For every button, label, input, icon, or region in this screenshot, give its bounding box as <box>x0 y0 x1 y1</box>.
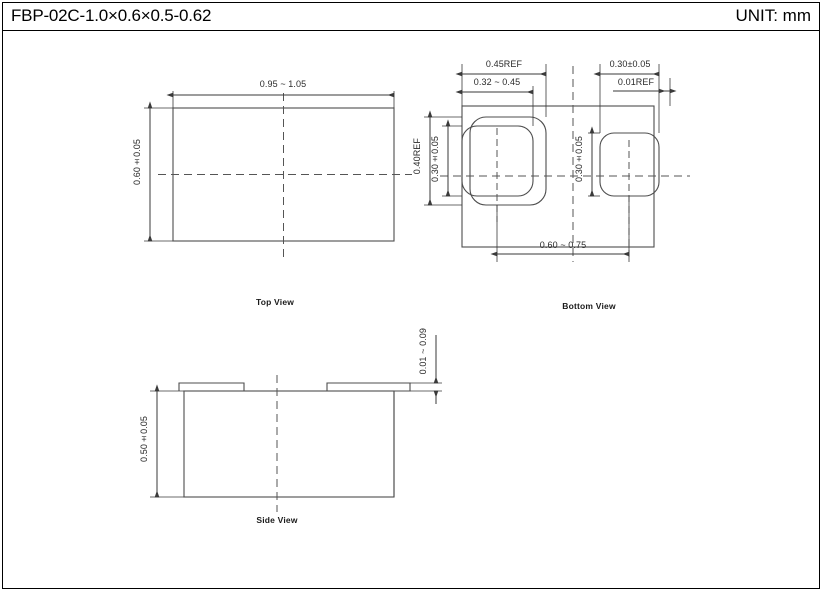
bottom-view-group <box>424 64 690 262</box>
dim-top-view-height: 0.60±0.05 <box>132 139 142 185</box>
title-bar: FBP-02C-1.0×0.6×0.5-0.62 UNIT: mm <box>2 2 820 31</box>
caption-bottom-view: Bottom View <box>562 301 616 311</box>
bottom-view-left-pad-outer <box>469 116 547 206</box>
dim-bottom-view-body-height-ref: 0.40REF <box>412 138 422 175</box>
top-view-group <box>144 91 412 258</box>
caption-side-view: Side View <box>256 515 298 525</box>
side-view-body-outline <box>183 390 395 498</box>
dim-bottom-view-pad-left-height: 0.30±0.05 <box>430 136 440 182</box>
side-view-right-lead <box>184 382 411 392</box>
unit-label: UNIT: mm <box>735 6 811 25</box>
dim-bottom-view-pad-pitch: 0.60 ~ 0.75 <box>539 240 587 250</box>
part-number-label: FBP-02C-1.0×0.6×0.5-0.62 <box>11 6 212 25</box>
dim-bottom-view-pad-right-gap: 0.01REF <box>617 77 655 87</box>
dim-bottom-view-pad-right-height: 0.30±0.05 <box>574 136 584 182</box>
dim-bottom-view-pad-left-inner-width: 0.32 ~ 0.45 <box>473 77 521 87</box>
side-view-group <box>150 335 442 512</box>
dim-bottom-view-pad-right-width: 0.30±0.05 <box>609 59 651 69</box>
side-view-left-lead <box>178 382 245 391</box>
dim-top-view-width: 0.95 ~ 1.05 <box>259 79 307 89</box>
dim-bottom-view-pad-left-outer-width: 0.45REF <box>485 59 523 69</box>
dim-side-view-lead-thickness: 0.01 ~ 0.09 <box>418 328 428 375</box>
caption-top-view: Top View <box>255 297 295 307</box>
dim-side-view-body-height: 0.50±0.05 <box>139 416 149 462</box>
